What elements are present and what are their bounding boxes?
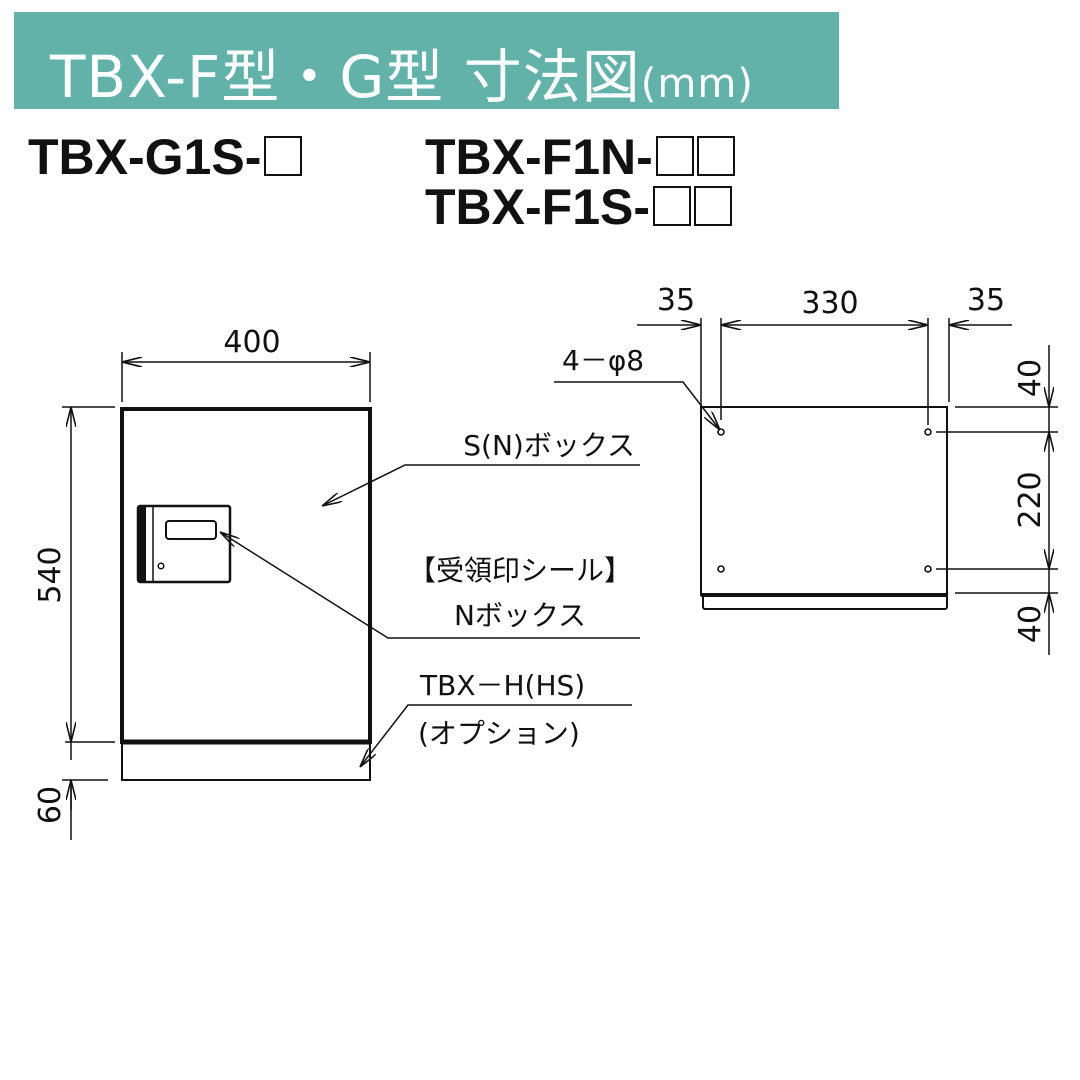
- dim-hole-spacing-v: 220: [1013, 471, 1048, 528]
- dim-base-height: 60: [33, 786, 68, 824]
- callout-option-line1: TBX－H(HS): [419, 669, 585, 702]
- title-unit: (mm): [640, 61, 754, 107]
- callout-option-line2: (オプション): [418, 717, 580, 750]
- back-body: [700, 406, 948, 596]
- seal-panel: [136, 504, 232, 584]
- mount-hole: [717, 428, 725, 436]
- base-stand: [121, 741, 371, 781]
- model-label: TBX-F1S-: [425, 179, 650, 235]
- dim-left-margin: 35: [657, 283, 695, 318]
- placeholder-box: [696, 136, 735, 176]
- back-base: [702, 594, 948, 610]
- dim-width: 400: [223, 325, 280, 360]
- mount-hole: [924, 565, 932, 573]
- hole-spec: 4－φ8: [562, 344, 644, 377]
- front-view: 400 540 60 S(N)ボックス 【受領印シール】 Nボックス TBX－H…: [33, 325, 640, 840]
- placeholder-box: [694, 186, 732, 226]
- title-banner: TBX-F型・G型 寸法図(mm): [14, 12, 839, 111]
- placeholder-box: [264, 136, 303, 176]
- page-title: TBX-F型・G型 寸法図(mm): [50, 30, 754, 114]
- dim-top-margin: 40: [1013, 359, 1048, 397]
- placeholder-box: [655, 136, 694, 176]
- dim-right-margin: 35: [967, 283, 1005, 318]
- callout-seal-line1: 【受領印シール】: [408, 554, 632, 587]
- dim-height: 540: [33, 546, 68, 603]
- model-g1s: TBX-G1S-: [28, 129, 303, 185]
- title-main: TBX-F型・G型 寸法図: [50, 43, 641, 111]
- back-view: 35 330 35 4－φ8 40 220 40: [554, 283, 1058, 655]
- placeholder-box: [653, 186, 691, 226]
- model-f1n: TBX-F1N-: [425, 132, 735, 182]
- model-label: TBX-F1N-: [425, 129, 653, 185]
- model-f1s: TBX-F1S-: [425, 182, 732, 232]
- dim-hole-spacing-h: 330: [801, 286, 858, 321]
- model-label: TBX-G1S-: [28, 129, 262, 185]
- callout-box: S(N)ボックス: [463, 429, 635, 462]
- mount-hole: [924, 428, 932, 436]
- dim-bottom-margin: 40: [1013, 605, 1048, 643]
- callout-seal-line2: Nボックス: [454, 599, 586, 632]
- mount-hole: [717, 565, 725, 573]
- box-body: [120, 407, 372, 744]
